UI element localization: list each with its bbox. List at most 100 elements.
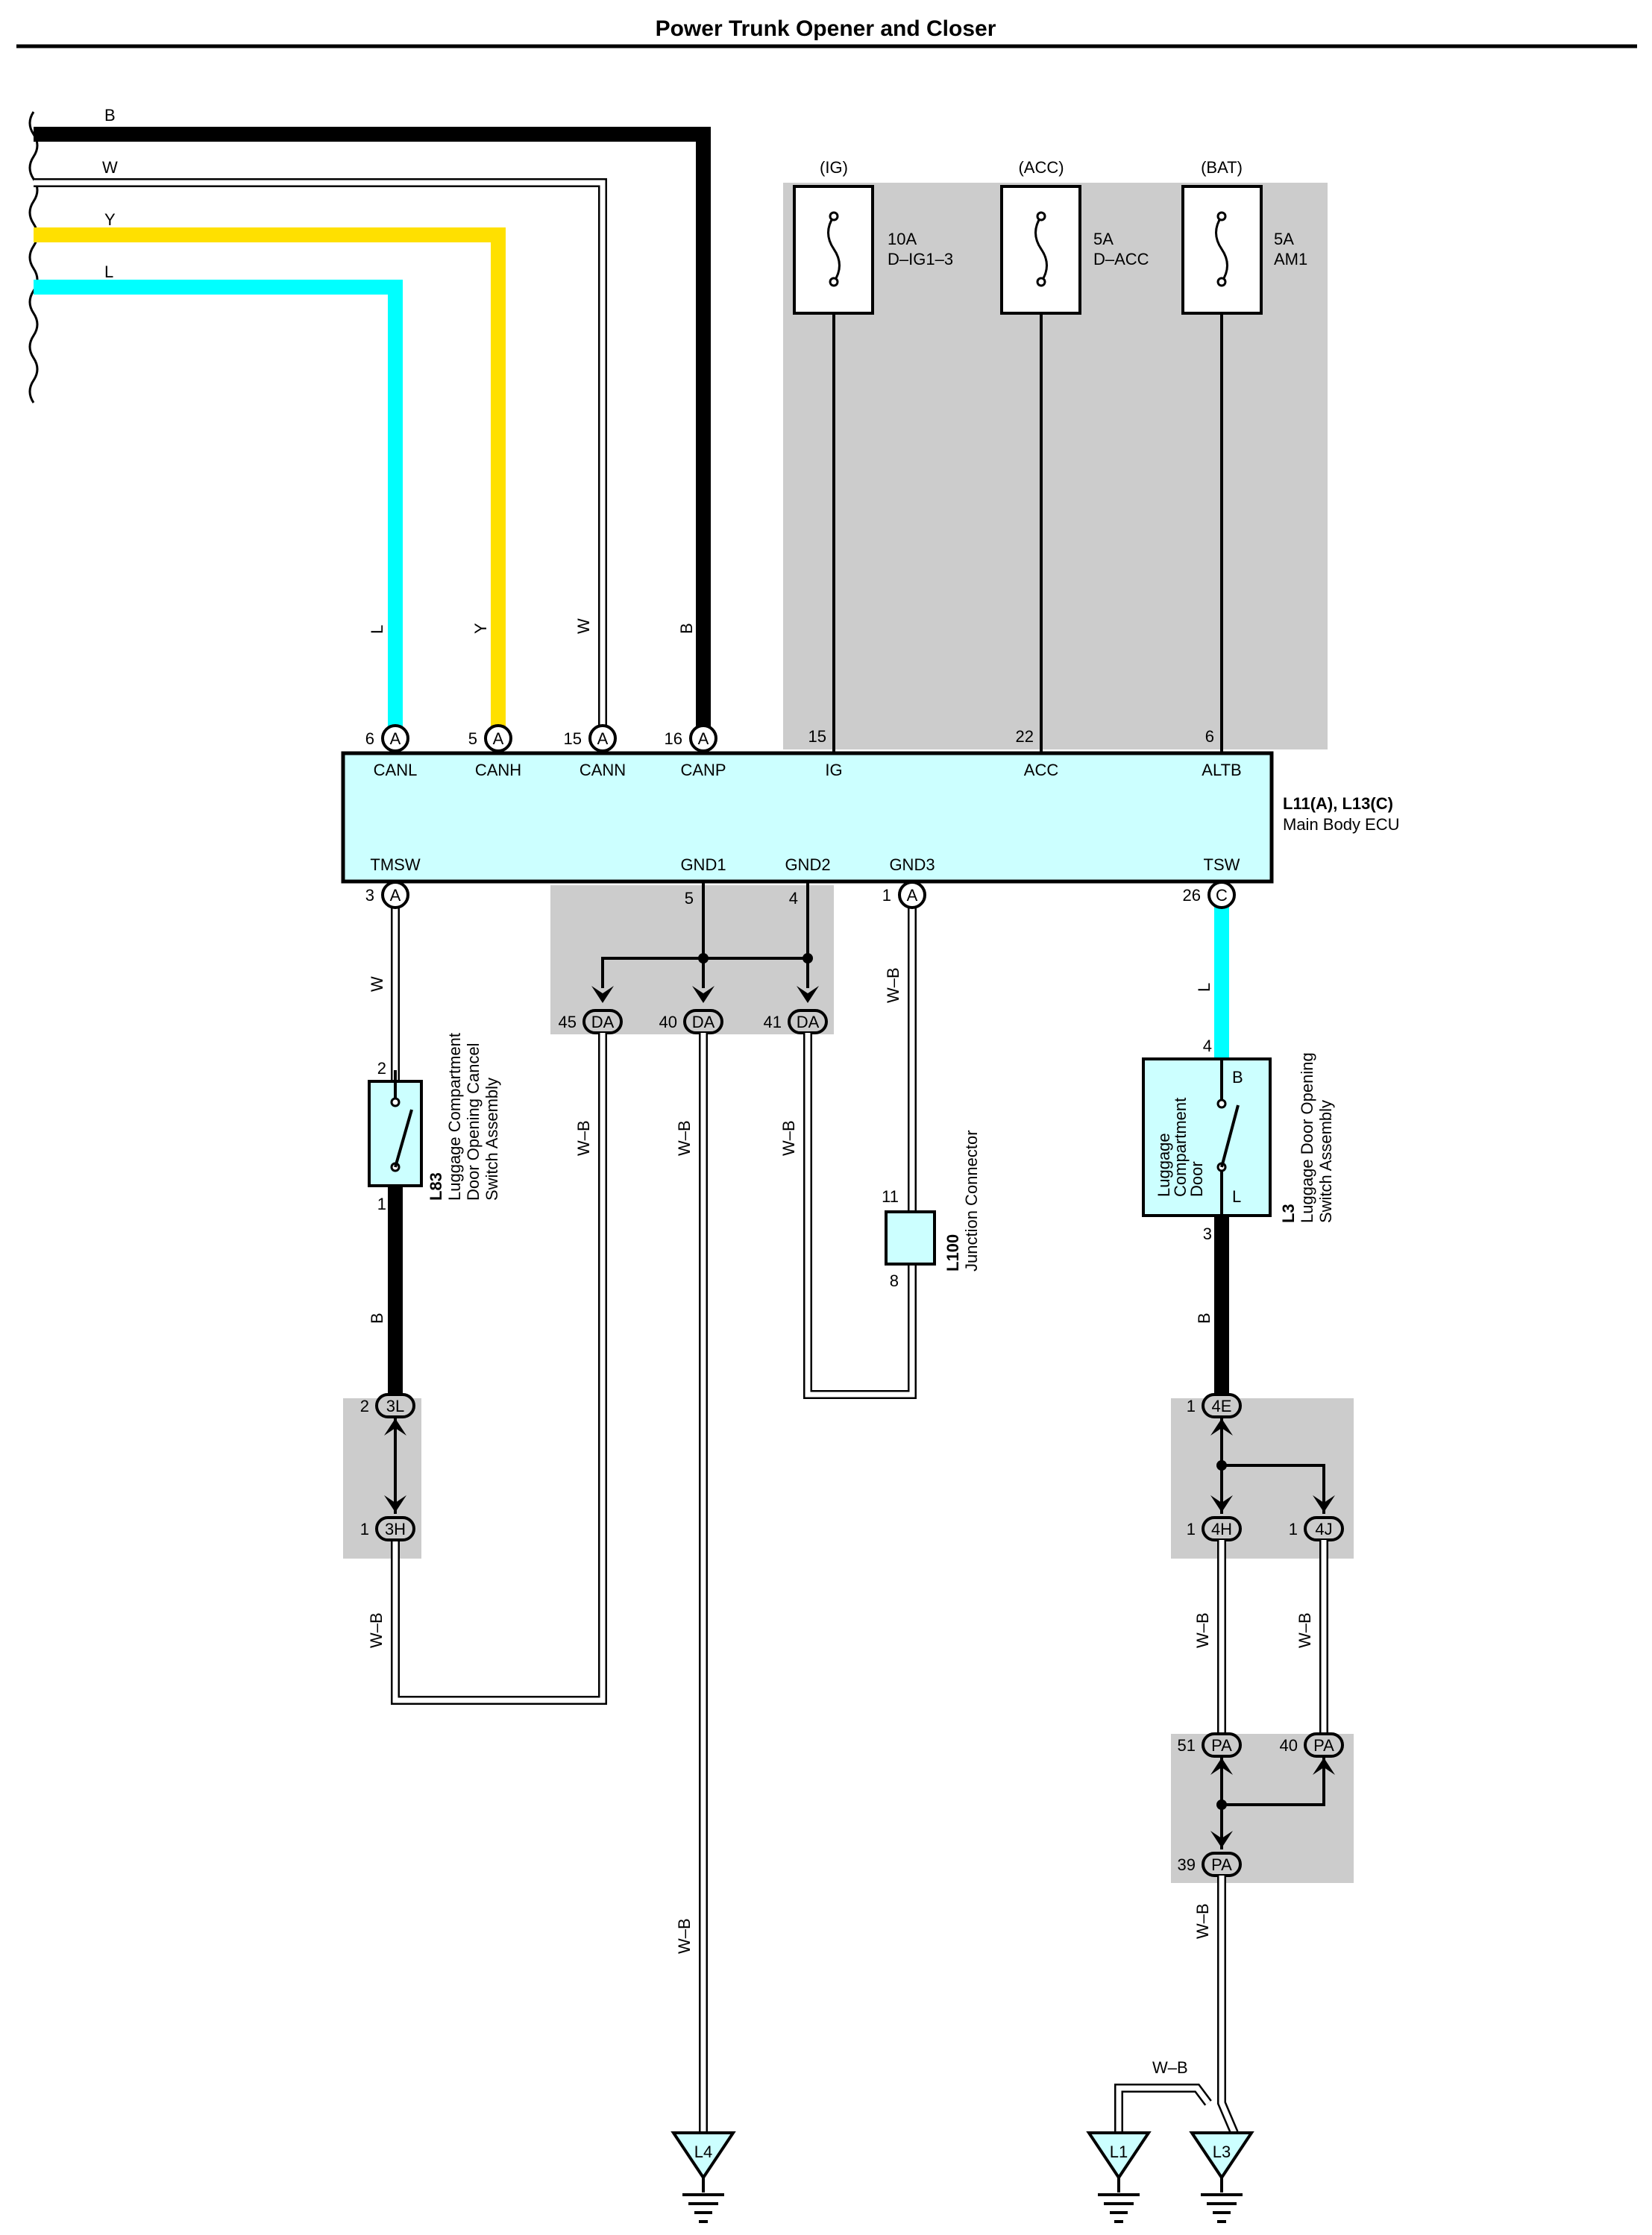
svg-text:A: A [597,729,609,748]
wb-label-4h: W–B [1193,1612,1212,1648]
svg-text:CANH: CANH [475,761,521,779]
fuse-acc: (ACC) 5A D–ACC [1000,158,1149,753]
svg-text:(ACC): (ACC) [1018,158,1064,177]
tmsw-wire-label: W [368,976,386,992]
l3-b-label: B [1195,1313,1213,1324]
svg-text:C: C [1216,886,1228,905]
svg-text:26: 26 [1183,886,1201,905]
svg-text:L1: L1 [1110,2143,1128,2161]
connector-3l-3h: 3L 2 3H 1 [360,1393,415,1541]
l3-switch: 4 3 B L Luggage Compartment Door L3 Lugg… [1142,1037,1335,1243]
can-wire-vertical-labels: L Y W B [368,618,696,634]
svg-text:IG: IG [825,761,842,779]
wb-wires-ground [1114,1876,1239,2135]
svg-text:DA: DA [692,1013,715,1031]
wire-label-l: L [104,263,113,281]
da-connectors: DA 45 DA 40 DA 41 [559,1009,828,1034]
svg-text:4: 4 [1203,1037,1212,1055]
svg-text:W–B: W–B [779,1120,798,1156]
svg-text:1: 1 [377,1195,386,1213]
svg-text:8: 8 [890,1271,899,1290]
svg-text:4J: 4J [1315,1520,1332,1538]
break-marks [28,111,39,403]
svg-text:(BAT): (BAT) [1201,158,1243,177]
svg-text:3: 3 [1203,1225,1212,1243]
svg-text:1: 1 [1187,1397,1196,1415]
svg-text:D–ACC: D–ACC [1093,250,1149,268]
connector-4e-4h-4j: 4E 1 4H 1 4J 1 [1187,1393,1344,1541]
svg-text:CANL: CANL [374,761,418,779]
svg-text:6: 6 [1205,727,1214,746]
svg-text:22: 22 [1016,727,1034,746]
l83-b-label: B [368,1313,386,1324]
pin-tsw: C 26 [1183,881,1236,1059]
svg-text:TSW: TSW [1204,855,1240,874]
svg-text:Switch Assembly: Switch Assembly [1316,1100,1335,1223]
svg-text:(IG): (IG) [820,158,848,177]
svg-text:D–IG1–3: D–IG1–3 [888,250,953,268]
svg-text:40: 40 [659,1013,677,1031]
svg-text:51: 51 [1178,1736,1196,1755]
svg-text:4H: 4H [1211,1520,1232,1538]
svg-text:Luggage Compartment: Luggage Compartment [445,1033,464,1201]
connector-pa: PA 51 PA 40 PA 39 [1178,1732,1344,1877]
svg-text:6: 6 [365,729,374,748]
fuse-bat: (BAT) 5A AM1 [1181,158,1307,753]
svg-text:W–B: W–B [574,1120,593,1156]
svg-text:3H: 3H [385,1520,406,1538]
svg-text:3L: 3L [386,1397,404,1415]
svg-text:TMSW: TMSW [370,855,420,874]
svg-text:A: A [698,729,709,748]
l100-junction-connector: 11 8 L100 Junction Connector [882,1130,981,1290]
wire-label-w: W [102,158,118,177]
svg-text:W–B: W–B [675,1918,694,1954]
svg-text:L3: L3 [1213,2143,1231,2161]
svg-text:W–B: W–B [675,1120,694,1156]
svg-text:CANP: CANP [680,761,726,779]
svg-text:39: 39 [1178,1855,1196,1874]
main-body-ecu: L11(A), L13(C) Main Body ECU [341,751,1400,884]
pin-gnd1-num: 5 [685,889,694,908]
svg-text:2: 2 [360,1397,369,1415]
svg-text:15: 15 [808,727,826,746]
wb-label-4j: W–B [1295,1612,1314,1648]
svg-text:DA: DA [591,1013,615,1031]
svg-text:A: A [390,729,401,748]
svg-text:B: B [1232,1068,1243,1087]
diagram-title: Power Trunk Opener and Closer [656,16,996,41]
svg-text:Luggage: Luggage [1155,1133,1173,1197]
fuse-ig: (IG) 10A D–IG1–3 [793,158,953,753]
ecu-ref: L11(A), L13(C) [1283,794,1393,813]
pin-gnd3: A 1 [882,881,926,909]
ecu-name: Main Body ECU [1283,815,1400,834]
svg-text:Luggage Door Opening: Luggage Door Opening [1298,1052,1316,1223]
svg-text:2: 2 [377,1059,386,1078]
svg-text:GND3: GND3 [889,855,935,874]
svg-text:L: L [368,625,386,634]
svg-text:L: L [1232,1187,1241,1206]
svg-text:41: 41 [764,1013,782,1031]
pin-tmsw: A 3 [365,881,409,909]
svg-text:ALTB: ALTB [1202,761,1241,779]
svg-text:CANN: CANN [580,761,626,779]
wire-label-b: B [104,106,116,125]
svg-text:Compartment: Compartment [1171,1098,1190,1197]
svg-text:5A: 5A [1093,230,1114,248]
svg-text:3: 3 [365,886,374,905]
svg-text:1: 1 [1187,1520,1196,1538]
wb-label-pa39: W–B [1193,1903,1212,1939]
svg-text:W: W [574,618,593,634]
ground-l4: L4 [670,2131,736,2223]
left-wire-labels: B W Y L [102,106,118,281]
can-wires [34,127,711,738]
splice-gnd2 [803,953,813,964]
ground-l3: L3 [1189,2131,1254,2223]
svg-text:A: A [907,886,918,905]
splice-gnd1 [698,953,709,964]
svg-text:5A: 5A [1274,230,1294,248]
svg-text:A: A [493,729,504,748]
svg-text:Door: Door [1187,1161,1206,1197]
svg-text:40: 40 [1280,1736,1298,1755]
svg-text:Switch Assembly: Switch Assembly [483,1078,501,1201]
